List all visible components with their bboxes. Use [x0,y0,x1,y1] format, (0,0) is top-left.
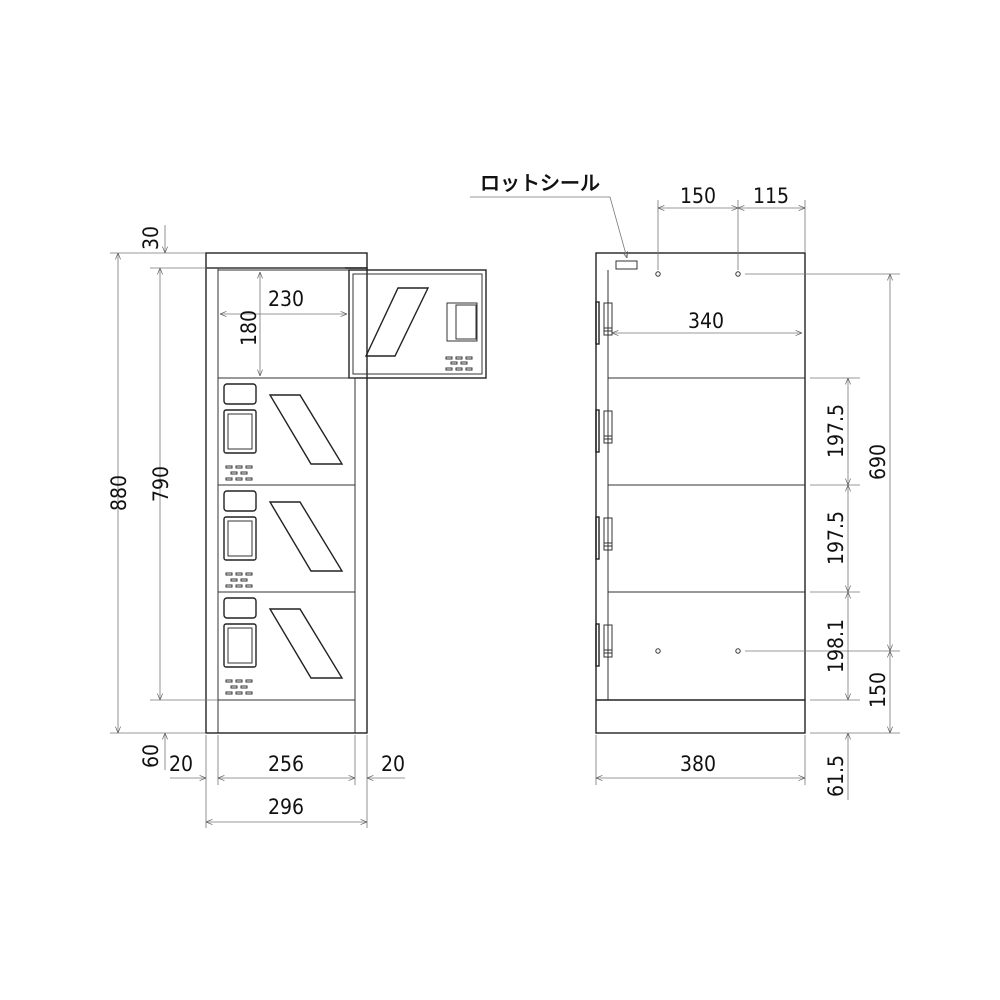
dim-hole-spacing: 115 [753,184,789,208]
dim-side-left: 20 [169,752,193,776]
dim-hole-offset: 150 [680,184,716,208]
dim-total-depth: 380 [680,752,716,776]
dim-total-height: 880 [107,475,131,511]
door-3 [217,591,356,701]
mounting-holes [655,271,741,654]
side-dimensions: ロットシール 150 115 340 197.5 197.5 198.1 690… [470,171,900,800]
dim-door1-height: 197.5 [824,404,848,458]
dim-base-height: 60 [139,744,163,768]
dim-inner-width: 230 [268,287,304,311]
door-2 [217,484,356,593]
side-view [595,252,806,734]
dim-inner-depth: 340 [688,309,724,333]
dim-door-width: 256 [268,752,304,776]
top-cap [205,252,368,269]
door-1 [217,377,356,486]
dim-lower-hole: 150 [866,672,890,708]
open-door [348,269,487,379]
dim-hole-vertical: 690 [866,444,890,480]
dim-door3-height: 198.1 [824,619,848,673]
lot-seal-sticker [615,260,638,270]
dim-total-width: 296 [268,795,304,819]
side-body [595,252,806,734]
dim-inner-height: 180 [237,310,261,346]
dim-body-height: 790 [149,466,173,502]
dim-side-right: 20 [381,752,405,776]
dim-side-base: 61.5 [824,755,848,797]
front-dimensions: 30 880 790 230 180 60 20 256 20 296 [107,225,405,828]
dim-door2-height: 197.5 [824,511,848,565]
door-handles [595,301,613,667]
lot-seal-label: ロットシール [480,171,600,195]
dim-top-cap: 30 [139,226,163,250]
